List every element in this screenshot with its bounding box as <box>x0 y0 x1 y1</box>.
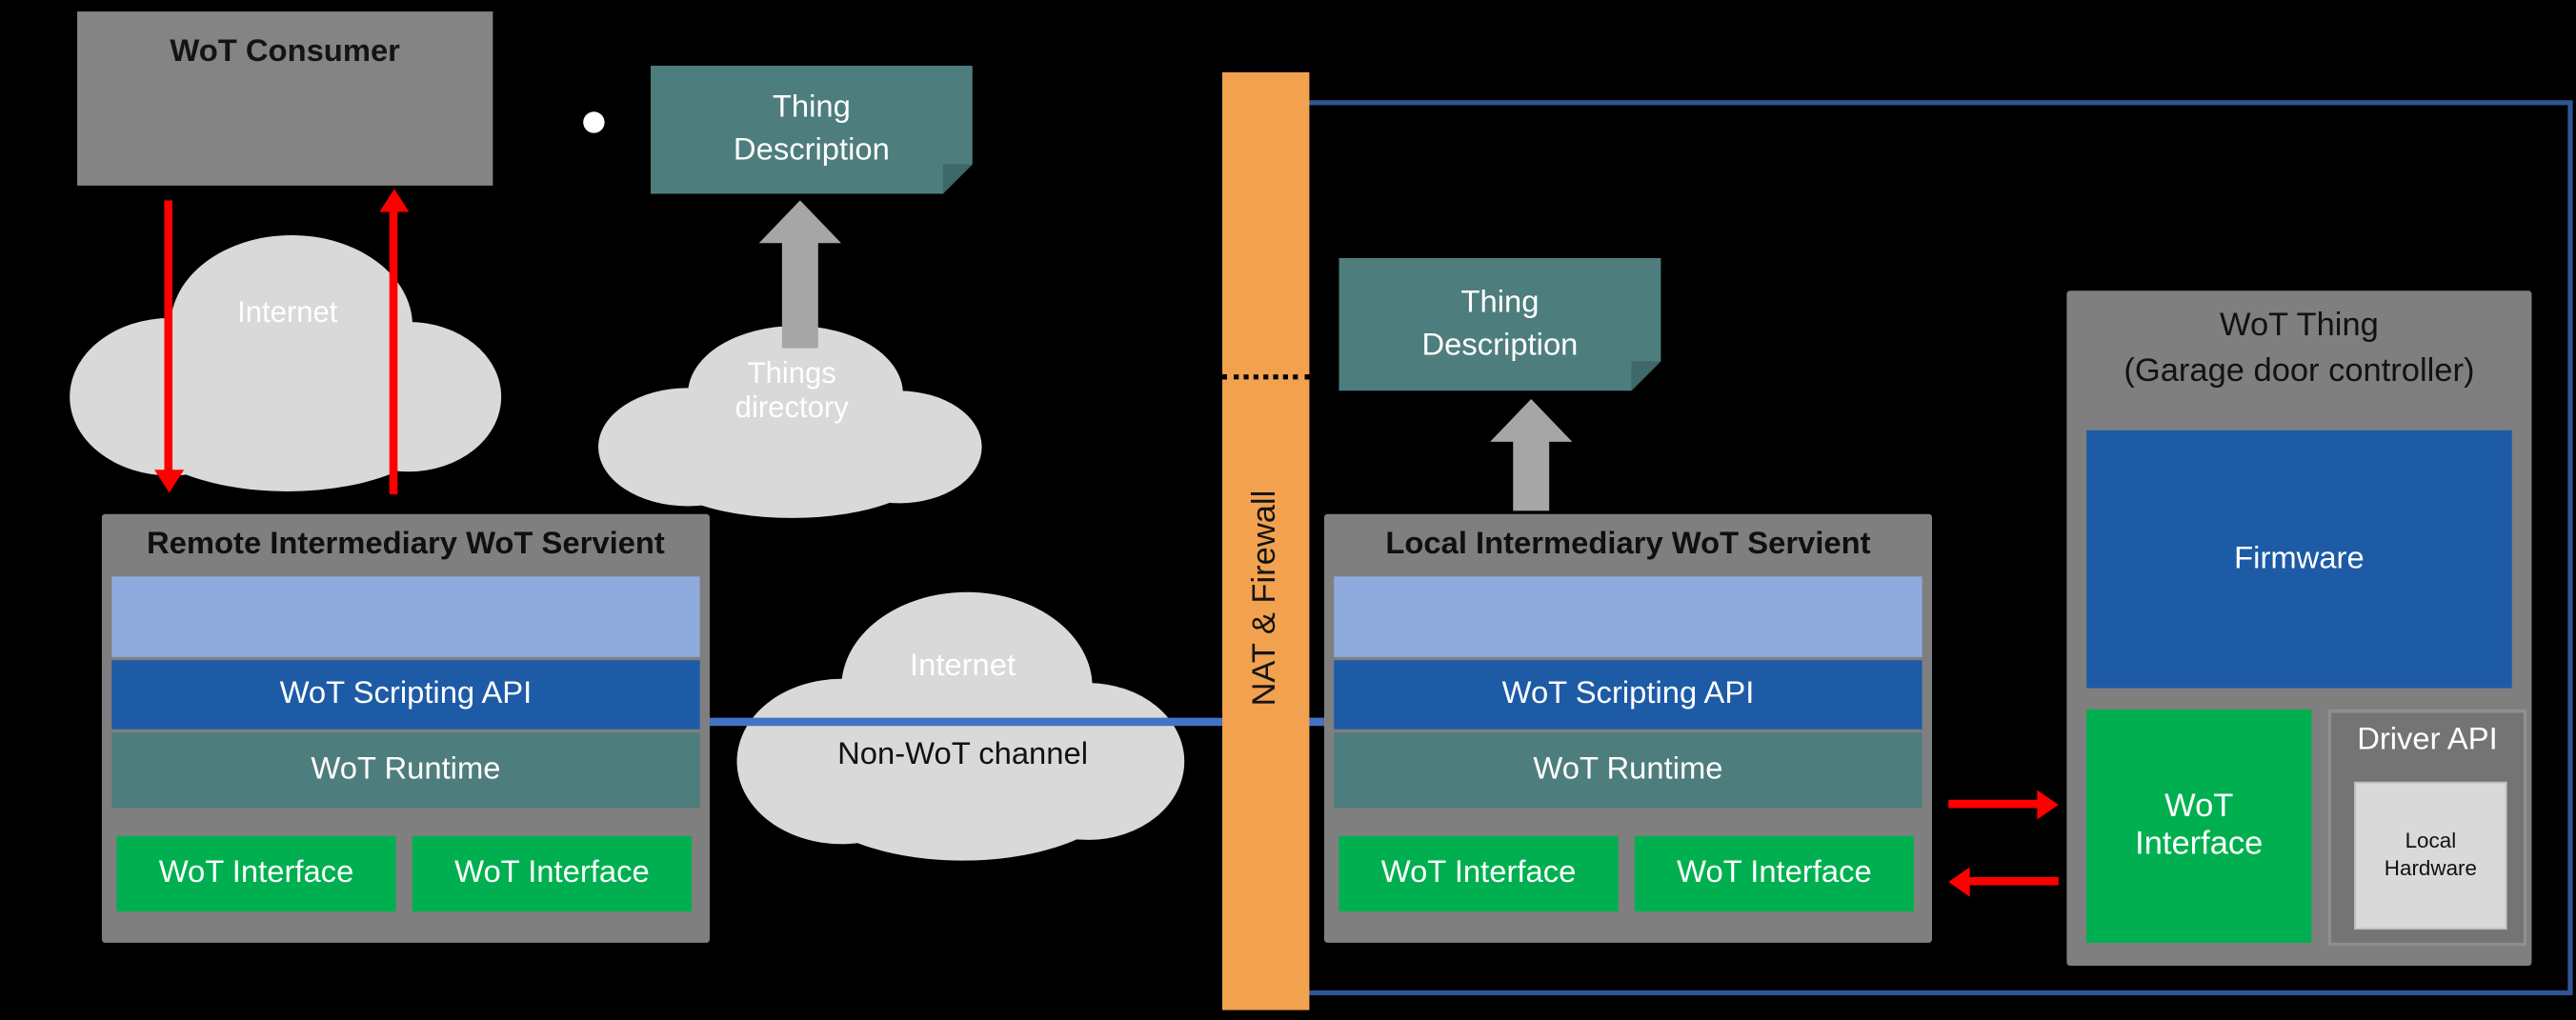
thing-description-right-box: Thing Description <box>1338 258 1660 391</box>
things-directory-label: Things directory <box>735 356 849 424</box>
local-runtime-bar: WoT Runtime <box>1334 732 1922 809</box>
thing-description-left-box: Thing Description <box>651 66 973 194</box>
gray-up-arrow-right-icon <box>1490 399 1573 511</box>
wot-thing-title-line1: WoT Thing <box>2220 307 2379 344</box>
non-wot-channel-line <box>706 717 1335 727</box>
local-scripting-api-bar: WoT Scripting API <box>1334 660 1922 730</box>
arrow-head <box>154 470 185 493</box>
arrow-shaft <box>389 210 398 495</box>
decorative-dot-icon <box>583 111 605 133</box>
nat-firewall-label: NAT & Firewall <box>1246 490 1283 707</box>
cloud-icon <box>70 234 502 491</box>
nat-dotted-line <box>1222 374 1310 380</box>
gray-up-arrow-left-icon <box>758 200 841 349</box>
red-arrow-down-icon <box>154 200 185 493</box>
wot-thing-box: WoT Thing (Garage door controller) Firmw… <box>2066 290 2532 967</box>
local-wot-interface-1: WoT Interface <box>1338 835 1619 912</box>
remote-servient-box: Remote Intermediary WoT Servient WoT Scr… <box>101 513 710 943</box>
local-wot-interface-2: WoT Interface <box>1634 835 1915 912</box>
arrow-head <box>758 200 841 244</box>
thing-wot-interface-box: WoT Interface <box>2086 709 2312 943</box>
things-directory-cloud: Things directory <box>594 317 989 524</box>
internet-cloud-left-label: Internet <box>237 295 338 329</box>
arrow-shaft <box>1967 876 2059 886</box>
arrow-head <box>379 189 410 212</box>
driver-api-box: Driver API Local Hardware <box>2327 709 2527 947</box>
local-servient-box: Local Intermediary WoT Servient WoT Scri… <box>1323 513 1933 943</box>
remote-wot-interface-2: WoT Interface <box>412 835 693 912</box>
internet-cloud-left: Internet <box>66 224 510 500</box>
red-arrow-left-icon <box>1948 867 2059 897</box>
red-arrow-up-icon <box>379 189 410 495</box>
non-wot-channel-label: Non-WoT channel <box>837 737 1088 772</box>
local-app-layer-bar <box>1334 576 1922 657</box>
red-arrow-right-icon <box>1948 790 2059 820</box>
arrow-shaft <box>1513 438 1550 511</box>
remote-scripting-api-bar: WoT Scripting API <box>111 660 700 730</box>
driver-api-label: Driver API <box>2357 722 2498 757</box>
remote-servient-title: Remote Intermediary WoT Servient <box>147 527 665 562</box>
arrow-head <box>1948 867 1970 897</box>
arrow-head <box>2037 790 2059 820</box>
remote-wot-interface-1: WoT Interface <box>116 835 396 912</box>
remote-app-layer-bar <box>111 576 700 657</box>
arrow-shaft <box>1948 799 2040 809</box>
arrow-shaft <box>164 200 173 471</box>
local-hardware-box: Local Hardware <box>2354 781 2507 930</box>
firmware-box: Firmware <box>2086 430 2512 689</box>
wot-thing-title-line2: (Garage door controller) <box>2123 352 2475 390</box>
internet-cloud-mid-label: Internet <box>909 649 1016 684</box>
wot-consumer-box: WoT Consumer <box>77 11 493 186</box>
local-servient-title: Local Intermediary WoT Servient <box>1385 527 1871 562</box>
thing-description-right-label: Thing Description <box>1421 285 1579 363</box>
non-wot-channel-cloud: Internet Non-WoT channel <box>733 580 1193 870</box>
arrow-shaft <box>781 239 818 349</box>
nat-firewall-bar: NAT & Firewall <box>1222 71 1310 1010</box>
wot-consumer-label: WoT Consumer <box>170 34 400 70</box>
thing-description-left-label: Thing Description <box>733 90 890 168</box>
remote-runtime-bar: WoT Runtime <box>111 732 700 809</box>
arrow-head <box>1490 399 1573 442</box>
